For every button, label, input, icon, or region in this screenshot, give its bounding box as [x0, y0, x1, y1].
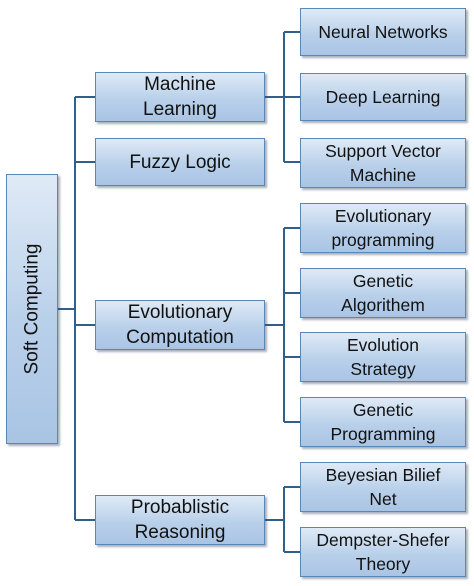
category-machine-learning: Machine Learning [95, 72, 265, 122]
root-label: Soft Computing [21, 243, 42, 375]
leaf-evolution-strategy: Evolution Strategy [300, 332, 466, 382]
leaf-dempster-shefer-theory: Dempster-Shefer Theory [300, 527, 466, 577]
leaf-genetic-programming: Genetic Programming [300, 397, 466, 447]
root-node: Soft Computing [6, 174, 58, 444]
leaf-neural-networks: Neural Networks [300, 8, 466, 56]
category-evolutionary-computation: Evolutionary Computation [95, 300, 265, 350]
leaf-beyesian-bilief-net: Beyesian Bilief Net [300, 462, 466, 512]
leaf-evolutionary-programming: Evolutionary programming [300, 203, 466, 253]
category-probablistic-reasoning: Probablistic Reasoning [95, 495, 265, 545]
leaf-support-vector-machine: Support Vector Machine [300, 138, 466, 188]
category-fuzzy-logic: Fuzzy Logic [95, 138, 265, 186]
leaf-deep-learning: Deep Learning [300, 73, 466, 121]
leaf-genetic-algorithem: Genetic Algorithem [300, 268, 466, 318]
